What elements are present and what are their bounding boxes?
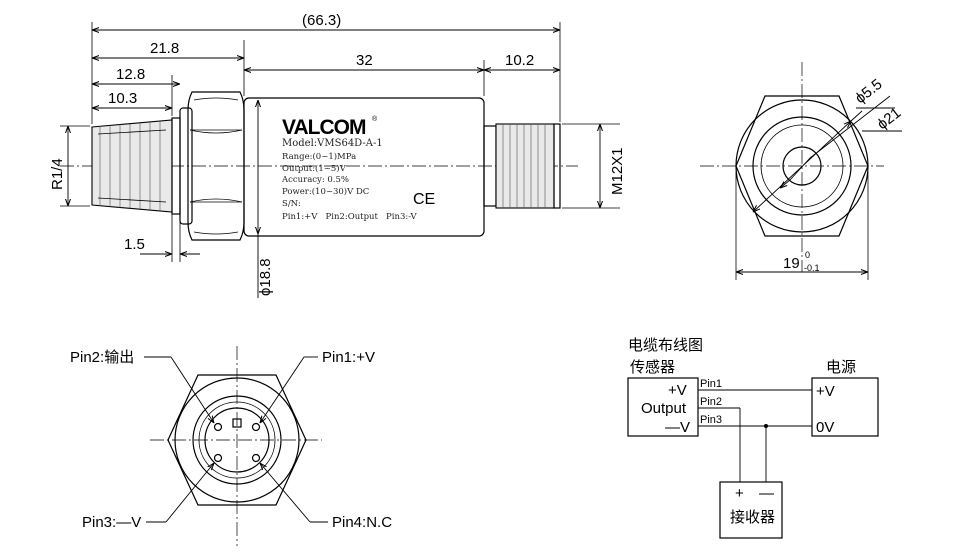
wire-junction (764, 424, 768, 428)
connector-section (483, 123, 561, 209)
dim-inner-diameter: ϕ5.5 (852, 76, 886, 107)
pin4-dot (251, 453, 261, 463)
pin4-label: Pin4:N.C (332, 514, 392, 531)
pins-text: Pin1:+V Pin2:Output Pin3:-V (282, 212, 417, 222)
side-view: VALCOM ® Model:VMS64D-A-1 Range:(0~1)MPa… (49, 12, 626, 298)
dim-hex-tol-lower: -0.1 (804, 263, 820, 273)
sensor-output-label: Output (641, 400, 687, 417)
pin1-label: Pin1:+V (322, 349, 375, 366)
end-view: ϕ5.5 ϕ21 19 0 -0.1 (700, 62, 904, 280)
ce-mark: CE (413, 191, 435, 208)
model-text: Model:VMS64D-A-1 (282, 138, 383, 149)
wire-pin2-label: Pin2 (700, 396, 722, 408)
dim-overall-length: (66.3) (302, 12, 341, 29)
power-plus-label: +V (816, 383, 835, 400)
output-text: Output:(1~5)V (282, 163, 347, 174)
receiver-box (719, 481, 783, 539)
wiring-title: 电缆布线图 (628, 337, 703, 354)
pin3-label: Pin3:—V (82, 514, 141, 531)
pin2-label: Pin2:输出 (70, 349, 134, 366)
sensor-label: 传感器 (630, 359, 675, 376)
nameplate: VALCOM ® Model:VMS64D-A-1 Range:(0~1)MPa… (281, 115, 435, 222)
dim-body-diameter: ϕ18.8 (257, 258, 274, 296)
sensor-minus-label: —V (665, 419, 690, 436)
receiver-plus-label: + (735, 485, 744, 502)
power-box (811, 377, 879, 437)
dim-thread-to-hex-start: 12.8 (116, 66, 145, 83)
dim-connector-thread: M12X1 (609, 147, 626, 195)
power-label: 电源 (826, 359, 856, 376)
dim-outer-diameter: ϕ21 (874, 104, 904, 133)
connector-outer-circle (174, 377, 300, 503)
sensor-plus-label: +V (668, 382, 687, 399)
connector-view: Pin2:输出 Pin1:+V Pin3:—V Pin4:N.C (70, 346, 392, 546)
dim-thread-length: 10.3 (108, 90, 137, 107)
wiring-diagram: 电缆布线图 传感器 电源 +V Output —V +V 0V + — 接收器 … (627, 337, 879, 539)
receiver-minus-label: — (759, 485, 774, 502)
dim-hex-size: 19 (783, 255, 800, 272)
pin3-dot (213, 453, 223, 463)
trademark-symbol: ® (372, 115, 378, 123)
receiver-label: 接收器 (730, 509, 775, 526)
thread-section (91, 119, 173, 213)
serial-text: S/N: (282, 199, 301, 209)
connector-hex (167, 374, 307, 506)
dim-hex-tol-upper: 0 (805, 250, 810, 260)
wire-pin1-label: Pin1 (700, 378, 722, 390)
end-view-outer-circle (735, 99, 869, 233)
range-text: Range:(0~1)MPa (282, 151, 356, 162)
power-zero-label: 0V (816, 419, 834, 436)
brand-logo: VALCOM (282, 116, 366, 139)
accuracy-text: Accuracy: 0.5% (281, 175, 349, 185)
wire-pin3-label: Pin3 (700, 414, 722, 426)
pin2-dot (213, 422, 223, 432)
dim-thread-spec: R1/4 (49, 158, 66, 190)
dim-groove: 1.5 (124, 236, 145, 253)
sensor-box (627, 377, 699, 437)
pin1-dot (251, 422, 261, 432)
power-text: Power:(10~30)V DC (282, 186, 369, 197)
dim-body-length: 32 (356, 52, 373, 69)
dim-thread-to-hex-end: 21.8 (150, 40, 179, 57)
dim-connector-length: 10.2 (505, 52, 534, 69)
